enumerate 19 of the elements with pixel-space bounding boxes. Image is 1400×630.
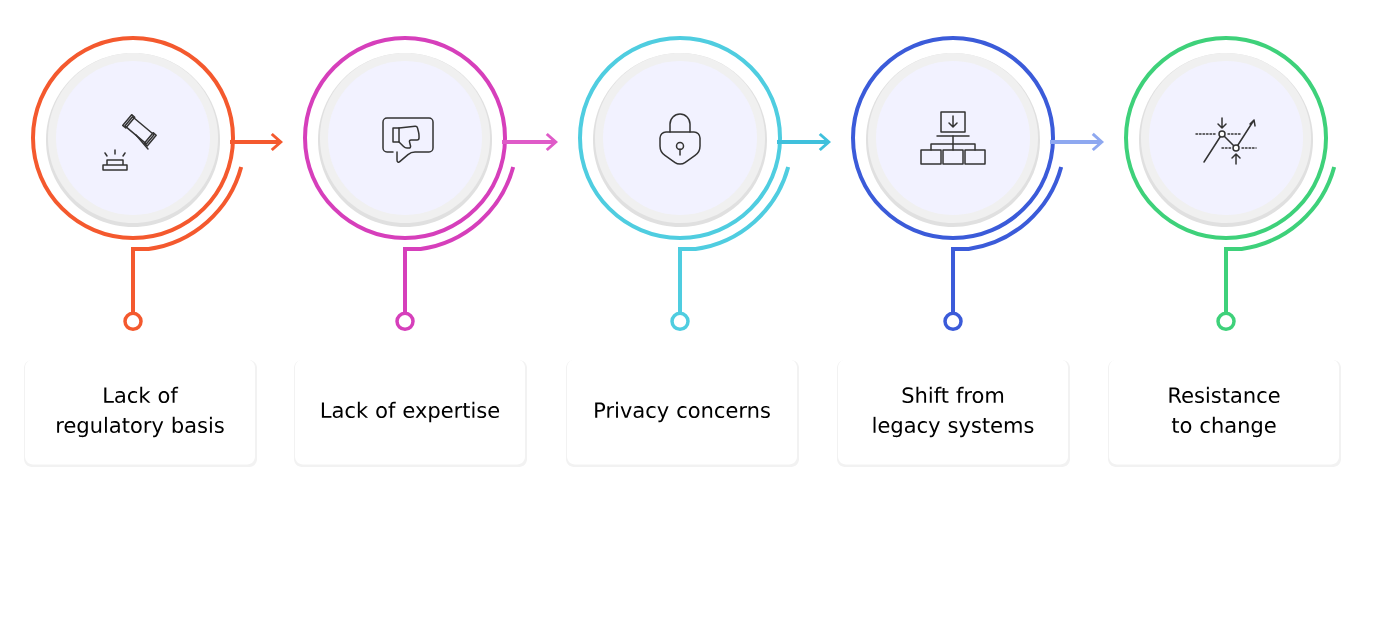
connector [123,166,244,332]
text-card: Resistance to change [1108,359,1341,467]
connector [670,166,791,332]
connector [777,132,831,152]
connector [1050,132,1104,152]
connector [395,166,516,332]
text-card: Shift from legacy systems [837,359,1070,467]
step-circle [1124,36,1328,240]
connector [943,166,1064,332]
connector [502,132,558,152]
text-card: Privacy concerns [566,359,799,467]
connector [1216,166,1337,332]
step-circle [578,36,782,240]
step-circle [851,36,1055,240]
step-circle [303,36,507,240]
text-card: Lack of regulatory basis [24,359,257,467]
step-circle [31,36,235,240]
connector [230,132,283,152]
text-card: Lack of expertise [294,359,527,467]
